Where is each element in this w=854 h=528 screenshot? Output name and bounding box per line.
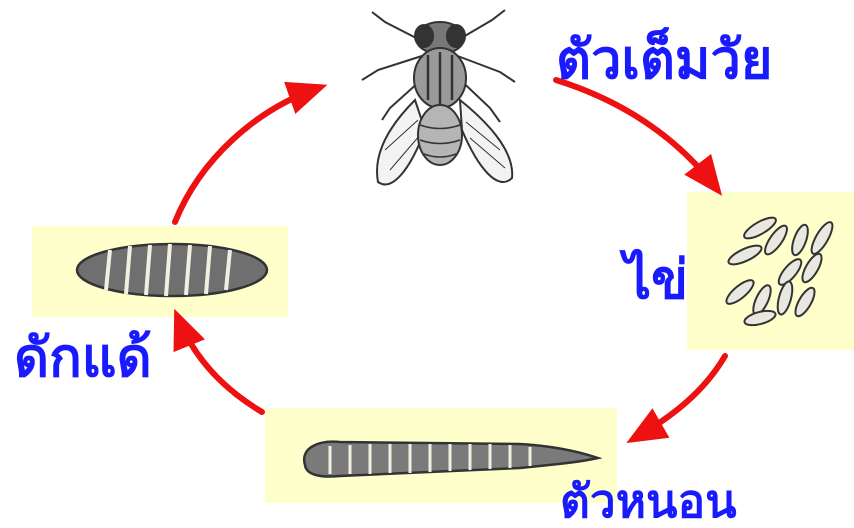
eggs-illustration <box>687 192 854 350</box>
adult-fly-illustration <box>362 10 515 184</box>
label-adult: ตัวเต็มวัย <box>556 32 772 86</box>
arrow-larva-to-pupa <box>178 318 262 412</box>
arrow-egg-to-larva <box>635 356 725 438</box>
pupa-illustration <box>32 226 288 317</box>
arrow-pupa-to-adult <box>175 88 318 222</box>
arrow-adult-to-egg <box>556 80 716 188</box>
label-larva: ตัวหนอน <box>560 478 737 524</box>
label-egg: ไข่ <box>624 252 688 306</box>
label-pupa: ดักแด้ <box>14 330 152 384</box>
